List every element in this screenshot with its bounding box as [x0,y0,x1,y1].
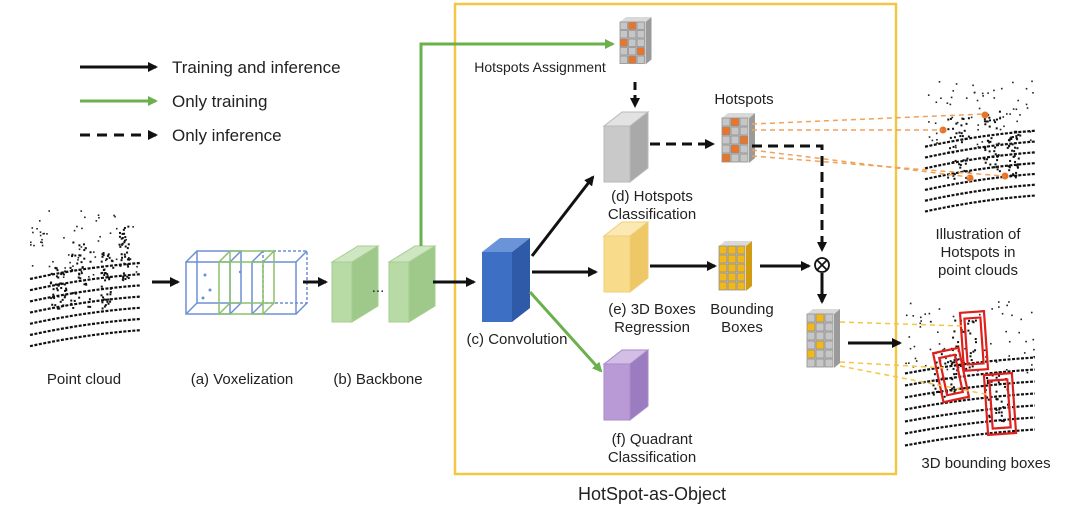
result-red-boxes [931,310,1018,437]
boxes-regression-block: (e) 3D Boxes Regression [602,220,696,336]
hotspots-illustration: Illustration of Hotspots in point clouds [924,80,1036,279]
combine-operator [814,257,830,273]
arrow-hotspots-to-combine [752,144,827,252]
voxelization-cubes: (a) Voxelization [185,250,308,388]
legend-label-train-infer: Training and inference [172,58,341,77]
legend-label-only-inference: Only inference [172,126,282,145]
quadrant-classification-label-line1: (f) Quadrant [612,431,694,448]
hotspot-as-object-frame [453,2,898,476]
bounding-boxes-label-line2: Boxes [721,319,763,336]
frame-title: HotSpot-as-Object [578,484,726,504]
bounding-boxes-label-line1: Bounding [710,301,773,318]
illustration-label-line1: Illustration of [935,226,1021,243]
result-3d-boxes-label: 3D bounding boxes [921,455,1050,472]
quadrant-classification-label-line2: Classification [608,449,696,466]
hotspots-classification-block: (d) Hotspots Classification [602,110,696,223]
bounding-boxes-grid [718,241,752,291]
boxes-regression-label-line2: Regression [614,319,690,336]
convolution-label: (c) Convolution [467,331,568,348]
hotspots-label: Hotspots [714,91,773,108]
result-point-cloud [904,301,1036,447]
arrow-backbone-to-assignment [419,39,615,246]
boxes-regression-label-line1: (e) 3D Boxes [608,301,696,318]
convolution-block: (c) Convolution [467,238,568,348]
arrow-conv-to-hotspot-cls [530,175,595,257]
illustration-label-line3: point clouds [938,262,1018,279]
illustration-point-cloud [924,80,1036,213]
final-hotspot-boxes-grid [806,309,840,368]
illustration-hotspot-markers [939,111,1009,182]
backbone-dots: ... [372,279,385,296]
hotspots-assignment-label: Hotspots Assignment [474,59,606,75]
illustration-label-line2: Hotspots in [940,244,1015,261]
hotspots-assignment-grid [619,17,652,65]
voxelization-label: (a) Voxelization [191,371,294,388]
legend-label-only-training: Only training [172,92,267,111]
arrow-conv-to-quadrant [528,290,603,373]
backbone-label: (b) Backbone [333,371,422,388]
backbone-blocks: ... (b) Backbone [330,245,437,388]
point-cloud-scatter [29,210,141,348]
legend: Training and inference Only training Onl… [80,58,341,145]
point-cloud-label: Point cloud [47,371,121,388]
result-3d-bounding-boxes: 3D bounding boxes [904,301,1051,472]
input-point-cloud: Point cloud [29,210,141,388]
quadrant-classification-block: (f) Quadrant Classification [602,348,696,466]
box-leader-lines [839,321,991,396]
hotspots-classification-label-line1: (d) Hotspots [611,188,693,205]
hotspots-classification-label-line2: Classification [608,206,696,223]
hotspot-leader-lines [751,113,1005,178]
hotspots-grid [721,113,755,163]
